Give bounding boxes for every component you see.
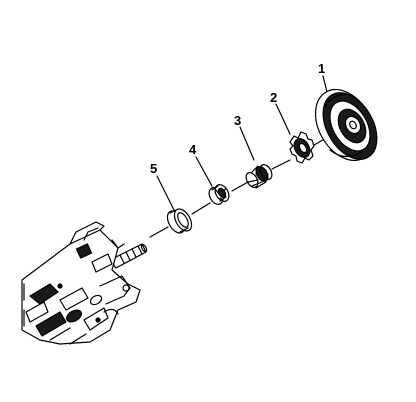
- engine-housing: [21, 221, 141, 345]
- callout-part-2: 2: [270, 90, 278, 105]
- assembly-axis-line: [149, 135, 331, 238]
- leader-lines: [156, 75, 331, 211]
- part-4-bearing: [208, 184, 230, 205]
- part-1-pulley: [314, 89, 378, 161]
- shaft: [109, 243, 148, 269]
- callout-part-5: 5: [150, 161, 158, 176]
- callout-part-1: 1: [318, 61, 326, 76]
- part-2-gear: [289, 131, 315, 164]
- part-3-spring: [245, 164, 273, 189]
- callout-part-3: 3: [234, 113, 242, 128]
- part-5-collar: [166, 208, 193, 234]
- callout-part-4: 4: [189, 142, 197, 157]
